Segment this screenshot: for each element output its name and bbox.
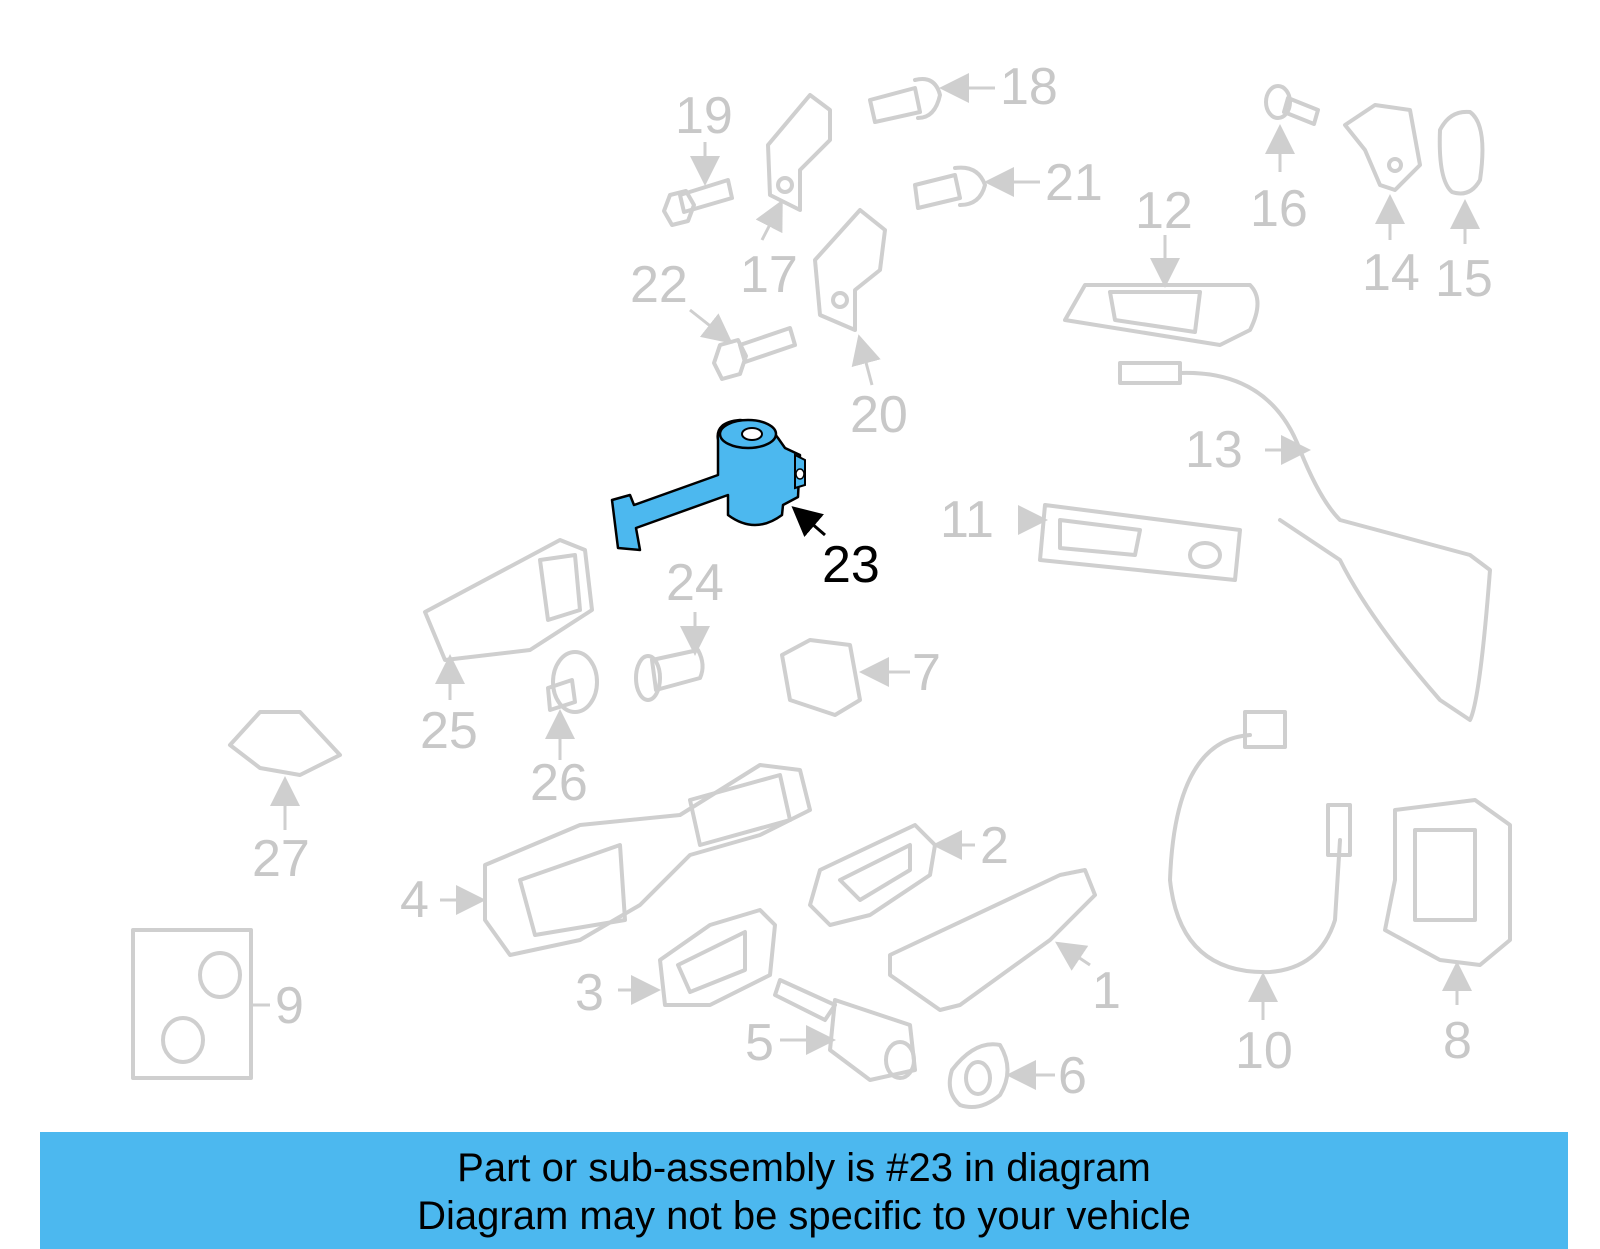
- info-banner: Part or sub-assembly is #23 in diagram D…: [40, 1132, 1568, 1249]
- label-26: 26: [530, 754, 588, 812]
- part-21-bolt: [913, 165, 1040, 210]
- label-20: 20: [850, 386, 908, 444]
- banner-line-1: Part or sub-assembly is #23 in diagram: [457, 1146, 1151, 1190]
- label-11: 11: [940, 491, 994, 549]
- label-19: 19: [675, 87, 733, 145]
- label-3: 3: [575, 964, 604, 1022]
- label-6: 6: [1058, 1047, 1087, 1105]
- part-9-clips: [131, 928, 270, 1080]
- part-18-bolt: [868, 73, 995, 124]
- part-23-highlighted: [610, 418, 826, 552]
- part-3-gasket: [618, 908, 777, 1007]
- part-10-cable: [1168, 710, 1352, 1020]
- part-24-bolt: [634, 612, 710, 702]
- part-25-cover: [423, 538, 594, 700]
- label-13: 13: [1185, 421, 1243, 479]
- label-8: 8: [1443, 1012, 1472, 1070]
- label-25: 25: [420, 702, 478, 760]
- label-23: 23: [822, 536, 880, 594]
- part-8-latch: [1383, 798, 1512, 1005]
- label-4: 4: [400, 871, 429, 929]
- label-15: 15: [1435, 250, 1493, 308]
- label-7: 7: [912, 644, 941, 702]
- part-6-bezel: [947, 1042, 1055, 1109]
- part-19-bolt: [662, 142, 734, 227]
- label-18: 18: [1000, 58, 1058, 116]
- part-1-handle: [888, 868, 1097, 1012]
- label-14: 14: [1362, 244, 1420, 302]
- part-17-hinge: [755, 93, 832, 241]
- part-16-screw: [1264, 84, 1320, 172]
- part-26-grommet: [545, 650, 599, 760]
- part-15-pad: [1437, 109, 1485, 244]
- part-2-gasket: [808, 823, 975, 927]
- label-21: 21: [1045, 154, 1103, 212]
- label-5: 5: [745, 1014, 774, 1072]
- label-10: 10: [1235, 1022, 1293, 1080]
- label-1: 1: [1092, 962, 1121, 1020]
- part-22-bolt: [689, 308, 797, 381]
- banner-line-2: Diagram may not be specific to your vehi…: [417, 1194, 1191, 1238]
- part-4-carrier: [440, 763, 812, 957]
- part-12-trim: [1063, 235, 1260, 347]
- part-13-cable: [1118, 361, 1492, 722]
- part-7-button: [780, 638, 910, 717]
- part-11-handle: [1018, 503, 1242, 582]
- label-12: 12: [1135, 182, 1193, 240]
- part-14-bracket: [1343, 103, 1422, 240]
- label-9: 9: [275, 977, 304, 1035]
- label-16: 16: [1250, 180, 1308, 238]
- part-5-lock-cylinder: [773, 978, 917, 1082]
- label-17: 17: [740, 246, 798, 304]
- label-22: 22: [630, 256, 688, 314]
- label-2: 2: [980, 817, 1009, 875]
- part-20-hinge: [813, 208, 887, 386]
- label-24: 24: [666, 554, 724, 612]
- part-27-bracket: [228, 710, 342, 830]
- label-27: 27: [252, 830, 310, 888]
